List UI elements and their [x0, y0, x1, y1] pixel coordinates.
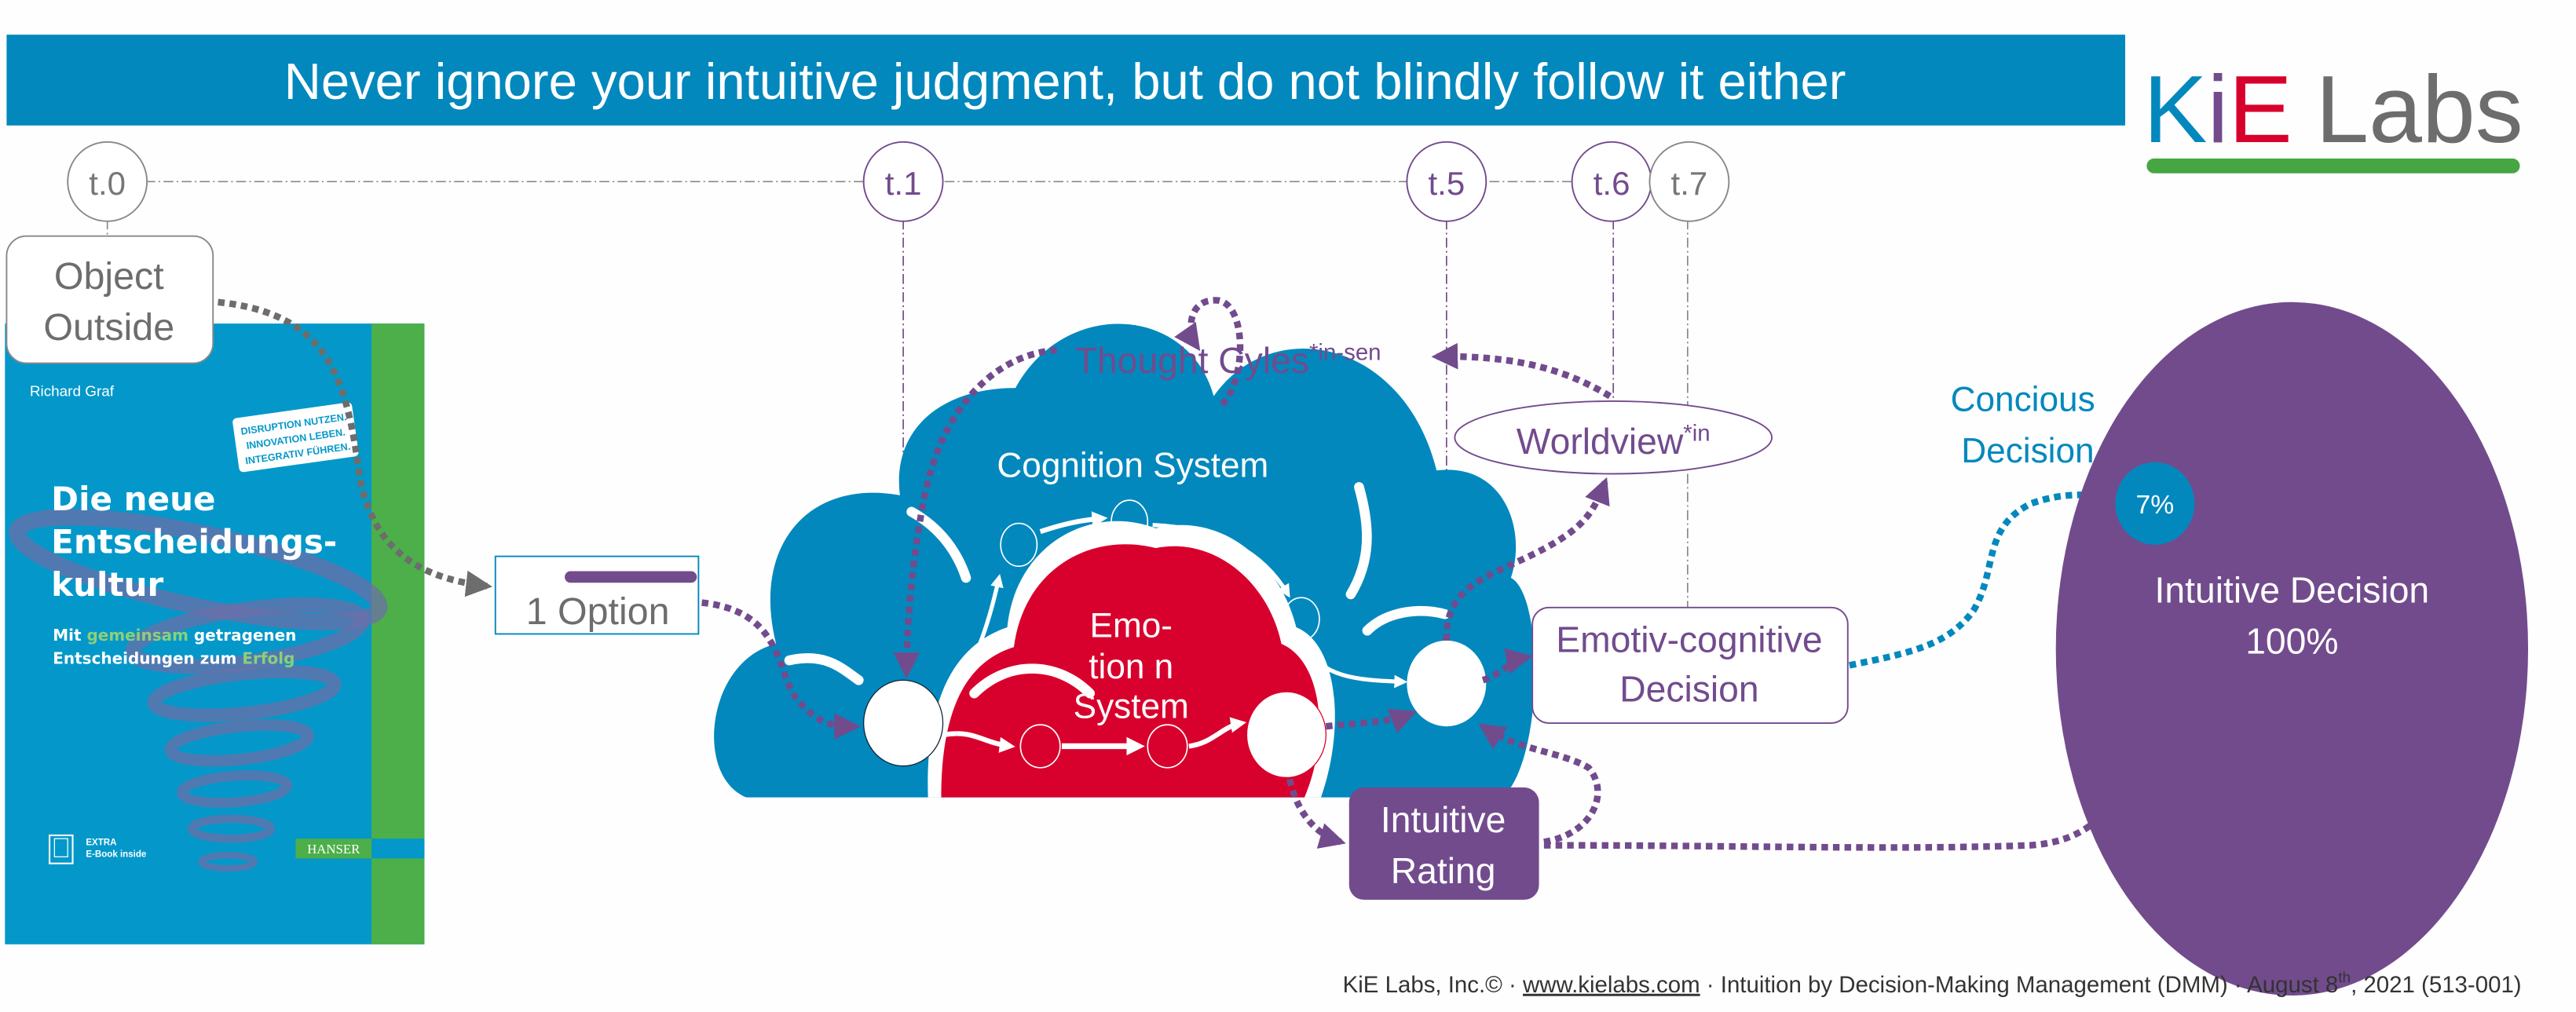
cognition-arrow	[1039, 511, 1108, 535]
cognition-node	[1282, 597, 1320, 641]
spine-band	[371, 838, 425, 859]
cognition-arrow	[942, 574, 1004, 703]
concious-decision-percent: 7%	[2136, 491, 2175, 520]
publisher-name: HANSER	[307, 842, 360, 857]
footer-company: KiE Labs, Inc.© ·	[1343, 972, 1523, 998]
intuitive-decision-percent: 100%	[2245, 621, 2338, 662]
emotion-path	[944, 717, 1247, 769]
object-outside-line2: Outside	[43, 306, 174, 349]
entry-node	[863, 679, 944, 767]
ebook-extra-label: EXTRA	[86, 838, 117, 848]
marker-label: t.1	[885, 165, 922, 202]
ebook-inside-label: E-Book inside	[86, 849, 147, 859]
header-title: Never ignore your intuitive judgment, bu…	[284, 53, 1846, 110]
book-title-line: kultur	[51, 565, 163, 604]
arrow-rating-to-intuitive-decision	[1543, 784, 2125, 851]
worldview-label: Worldview*in	[1517, 420, 1711, 462]
emotion-system-line1: Emo-	[1090, 607, 1173, 645]
footer-superscript: th	[2338, 970, 2351, 986]
logo-labs: Labs	[2315, 56, 2523, 163]
book-subtitle-line2: Entscheidungen zum Erfolg	[53, 648, 295, 667]
integration-node	[1407, 640, 1487, 727]
timeline-marker-t5: t.5	[1406, 141, 1487, 222]
intuitive-decision-label: Intuitive Decision	[2155, 570, 2430, 611]
arrow-thought-to-entry	[893, 346, 1057, 679]
emotion-output-node	[1246, 691, 1326, 779]
cognition-node	[1111, 499, 1149, 544]
emotion-arrow	[1188, 717, 1247, 749]
intuitive-rating-line1: Intuitive	[1381, 799, 1506, 840]
concious-decision-line2: Decision	[1961, 432, 2094, 470]
footer-text: · Intuition by Decision-Making Managemen…	[1700, 972, 2339, 998]
option-box: 1 Option	[494, 555, 700, 635]
emotion-system-line3: System	[1074, 688, 1189, 726]
marker-label: t.0	[89, 165, 126, 202]
cognition-system-label: Cognition System	[997, 447, 1268, 485]
arrow-integration-to-decision	[1481, 648, 1533, 684]
object-outside-line1: Object	[54, 255, 164, 298]
arrow-rating-loop	[1478, 723, 1601, 846]
option-label: 1 Option	[526, 590, 670, 633]
footer-text-end: , 2021 (513-001)	[2351, 972, 2522, 998]
header-bar: Never ignore your intuitive judgment, bu…	[6, 35, 2126, 126]
worldview-ellipse: Worldview*in	[1454, 400, 1773, 475]
book-title-line: Entscheidungs-	[51, 522, 337, 561]
emotiv-cognitive-line2: Decision	[1619, 669, 1758, 710]
logo-e: E	[2229, 56, 2292, 163]
arrow-node-to-worldview	[1443, 477, 1610, 641]
option-bar	[565, 571, 697, 583]
footer-link[interactable]: www.kielabs.com	[1522, 972, 1700, 998]
cognition-arrow	[1302, 642, 1408, 689]
emotion-arrow	[944, 731, 1015, 753]
book-stamp: DISRUPTION NUTZEN. INNOVATION LEBEN. INT…	[231, 400, 360, 474]
cognition-node	[1000, 522, 1038, 568]
timeline-marker-t7: t.7	[1648, 141, 1730, 222]
footer: KiE Labs, Inc.© · www.kielabs.com · Intu…	[1343, 970, 2522, 998]
logo-i: i	[2207, 56, 2228, 163]
intuitive-rating-box: Intuitive Rating	[1348, 787, 1539, 901]
arrow-worldview-to-thought	[1431, 342, 1612, 400]
book-title-line: Die neue	[51, 480, 215, 518]
purple-dotted-arrows	[701, 297, 2125, 851]
emotion-system-line2: tion n	[1089, 648, 1173, 686]
timeline-marker-t1: t.1	[862, 141, 944, 222]
emotion-node	[1019, 724, 1061, 769]
publisher-badge	[295, 838, 372, 859]
logo-k: K	[2143, 56, 2207, 163]
timeline-marker-t6: t.6	[1571, 141, 1652, 222]
cognition-path	[942, 499, 1408, 703]
book-cover: Richard Graf DISRUPTION NUTZEN. INNOVATI…	[5, 323, 425, 944]
concious-decision-line1: Concious	[1951, 381, 2095, 419]
book-subtitle-line1: Mit gemeinsam getragenen	[53, 626, 296, 645]
tornado-graphic	[9, 509, 388, 872]
marker-label: t.7	[1671, 165, 1708, 202]
timeline-marker-t0: t.0	[67, 141, 148, 222]
concious-decision-circle: 7%	[2115, 462, 2195, 545]
logo-underline	[2146, 158, 2520, 174]
intuitive-decision-circle: Intuitive Decision 100%	[2055, 301, 2529, 996]
ebook-icon	[49, 834, 74, 864]
arrow-object-to-option	[218, 298, 492, 597]
cognition-arrow	[1152, 523, 1290, 598]
thought-cycles-label: Thought Cyles*in-sen	[1075, 339, 1381, 381]
marker-label: t.5	[1428, 165, 1465, 202]
object-outside-box: Object Outside	[5, 235, 214, 364]
emotiv-cognitive-decision-box: Emotiv-cognitive Decision	[1531, 606, 1849, 724]
emotion-node	[1147, 724, 1188, 769]
emotiv-cognitive-line1: Emotiv-cognitive	[1556, 619, 1822, 660]
header-background	[6, 35, 2126, 126]
arrow-option-to-entry	[701, 599, 861, 740]
intuitive-rating-line2: Rating	[1391, 850, 1496, 891]
arrow-decision-to-concious	[1849, 482, 2116, 669]
marker-label: t.6	[1594, 165, 1630, 202]
book-author: Richard Graf	[30, 384, 115, 400]
